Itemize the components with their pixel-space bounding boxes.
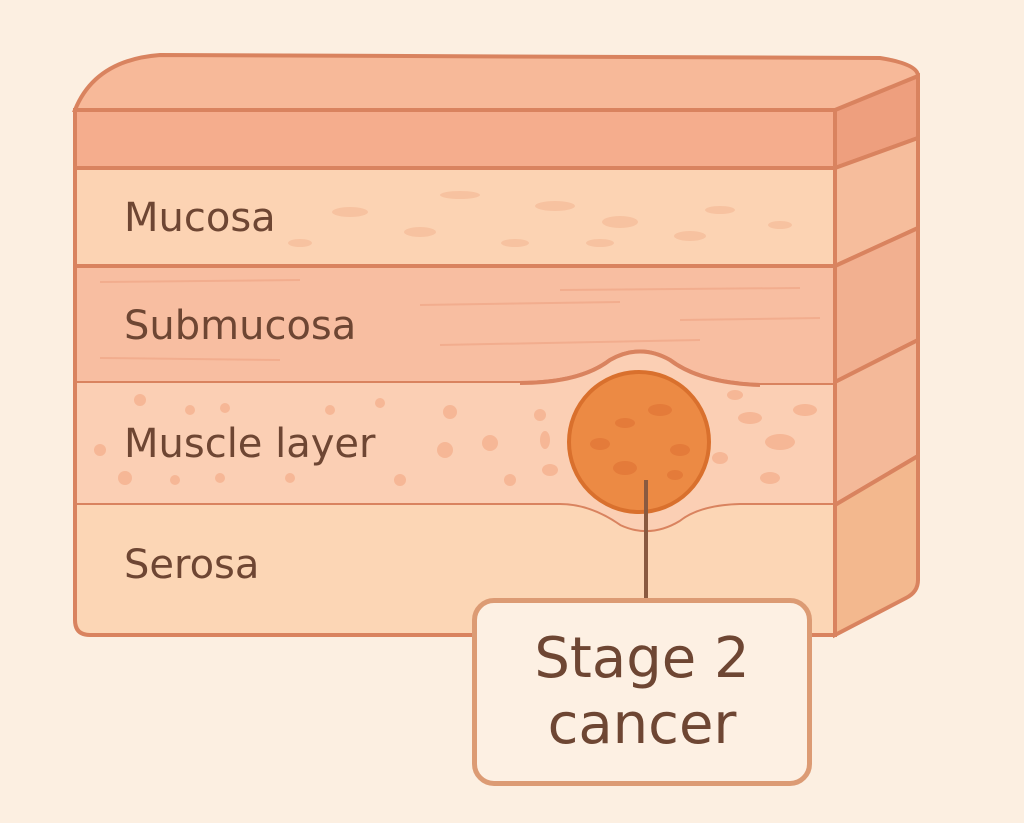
label-muscle-layer: Muscle layer (124, 421, 376, 467)
label-serosa: Serosa (124, 542, 260, 588)
tumor-texture (590, 404, 690, 480)
front-outline (73, 110, 837, 637)
tumor (567, 370, 711, 514)
side-face (833, 73, 920, 639)
tumor-circle (567, 370, 711, 514)
top-face (72, 52, 921, 112)
submucosa-muscle-boundary (519, 349, 761, 387)
stage-label-line2: cancer (547, 692, 737, 757)
epithelium-band (73, 108, 837, 170)
stage-label-box: Stage 2 cancer (472, 598, 812, 786)
muscle-texture (94, 390, 817, 486)
submucosa-texture (99, 279, 821, 361)
label-mucosa: Mucosa (124, 195, 276, 241)
side-serosa (833, 452, 920, 639)
stage-label-line1: Stage 2 (534, 626, 750, 691)
label-submucosa: Submucosa (124, 303, 357, 349)
mucosa-texture (288, 191, 792, 247)
